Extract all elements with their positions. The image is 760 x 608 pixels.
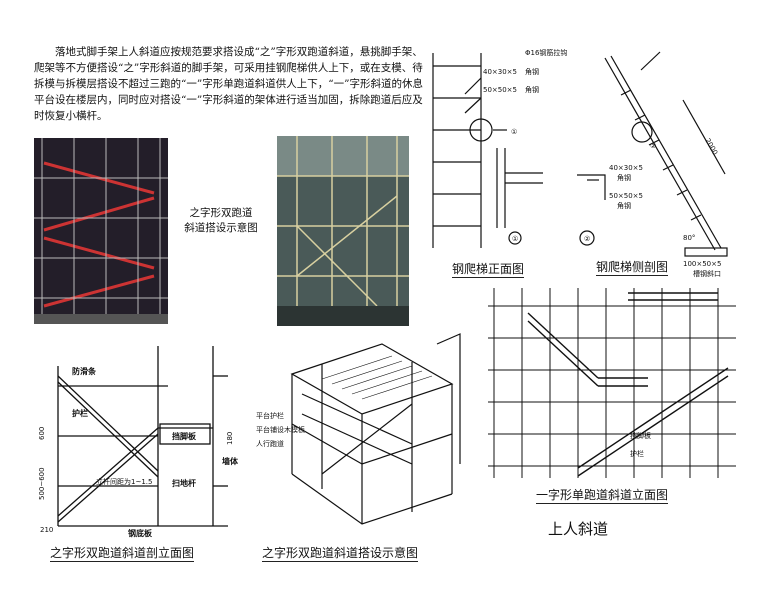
- label-iso2: 平台铺设木模板: [256, 425, 305, 434]
- label-detail1: ①: [512, 235, 518, 243]
- label-angle2: 50×50×5: [483, 86, 517, 94]
- label-single2: 护栏: [630, 449, 644, 458]
- double-run-section-drawing: 防滑条 护栏 挡脚板 600 500~600 180 210 扫地杆 钢底板 墙…: [38, 346, 239, 538]
- label-rebar: Φ16钢筋拉钩: [525, 48, 567, 57]
- label-single1: 挡脚板: [630, 431, 651, 440]
- caption-double-section: 之字形双跑道斜道剖立面图: [50, 546, 195, 562]
- caption-ladder-front: 钢爬梯正面图: [452, 262, 525, 278]
- label-base-unit: 槽钢斜口: [693, 269, 721, 278]
- label-detail1-ref: ①: [511, 128, 517, 136]
- main-title: 上人斜道: [548, 520, 609, 538]
- label-base: 100×50×5: [683, 260, 721, 268]
- ladder-front-drawing: 40×30×5 角钢 50×50×5 角钢 ① ①: [432, 53, 543, 248]
- label-d1: 600: [38, 427, 46, 440]
- label-d4: 210: [40, 526, 53, 534]
- label-wall: 墙体: [222, 456, 239, 466]
- label-side-angle2: 50×50×5: [609, 192, 643, 200]
- label-iso1: 平台护栏: [256, 411, 284, 420]
- label-side-angle2-unit: 角钢: [617, 201, 631, 210]
- label-guard: 防滑条: [72, 366, 97, 376]
- label-note: 立杆间距为1~1.5: [96, 477, 152, 486]
- caption-single-elev: 一字形单跑道斜道立面图: [536, 488, 669, 504]
- intro-paragraph: 落地式脚手架上人斜道应按规范要求搭设成“之”字形双跑道斜道，悬挑脚手架、爬架等不…: [34, 46, 423, 122]
- label-angle1-unit: 角钢: [525, 67, 539, 76]
- label-iso3: 人行跑道: [256, 439, 284, 448]
- label-sweep: 扫地杆: [172, 478, 196, 488]
- caption-double-iso: 之字形双跑道斜道搭设示意图: [262, 546, 419, 562]
- label-length: 2000: [703, 137, 719, 156]
- caption-ladder-side: 钢爬梯侧剖图: [596, 260, 669, 276]
- label-angle1: 40×30×5: [483, 68, 517, 76]
- label-detail2: ②: [584, 235, 590, 243]
- label-toe: 挡脚板: [172, 431, 197, 441]
- label-d3: 180: [226, 432, 234, 445]
- label-rail: 护栏: [72, 408, 88, 418]
- label-side-angle1: 40×30×5: [609, 164, 643, 172]
- label-angle-deg: 80°: [683, 234, 695, 242]
- double-run-iso-drawing: 平台护栏 平台铺设木模板 人行跑道: [256, 333, 461, 525]
- label-angle2-unit: 角钢: [525, 85, 539, 94]
- ladder-side-drawing: Φ16钢筋拉钩 ② 40×30×5 角钢 50×50×5 角钢 2000 80°…: [525, 48, 728, 278]
- label-side-angle1-unit: 角钢: [617, 173, 631, 182]
- caption-photo1: 之字形双跑道 斜道搭设示意图: [184, 207, 258, 234]
- label-detail2-ref: ②: [650, 142, 656, 150]
- label-board: 钢底板: [128, 528, 153, 538]
- photo-scaffold: [277, 136, 409, 326]
- single-run-elevation-drawing: 挡脚板 护栏: [488, 288, 736, 478]
- photo-zigzag-ramp: [34, 138, 168, 324]
- label-d2: 500~600: [38, 467, 46, 500]
